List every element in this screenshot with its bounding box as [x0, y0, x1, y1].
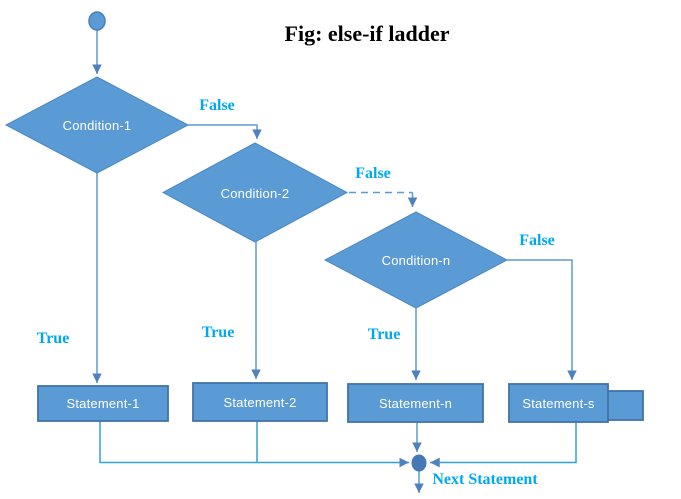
statement-s-box: [508, 383, 609, 423]
start-circle: [88, 11, 106, 31]
edge-false-conditionn-to-statements: [507, 259, 577, 380]
condition-1-diamond: [4, 76, 190, 174]
condition-2-diamond: [161, 142, 349, 243]
statement-1-box: [37, 385, 169, 422]
junction-circle: [411, 454, 427, 472]
condition-n-diamond: [323, 211, 509, 309]
statement-2-box: [192, 382, 328, 422]
edge-statements-to-junction: [430, 422, 577, 468]
edge-false-condition1-to-condition2: [188, 124, 262, 139]
statement-n-box: [347, 383, 484, 423]
edge-statement1-to-junction: [99, 421, 409, 468]
